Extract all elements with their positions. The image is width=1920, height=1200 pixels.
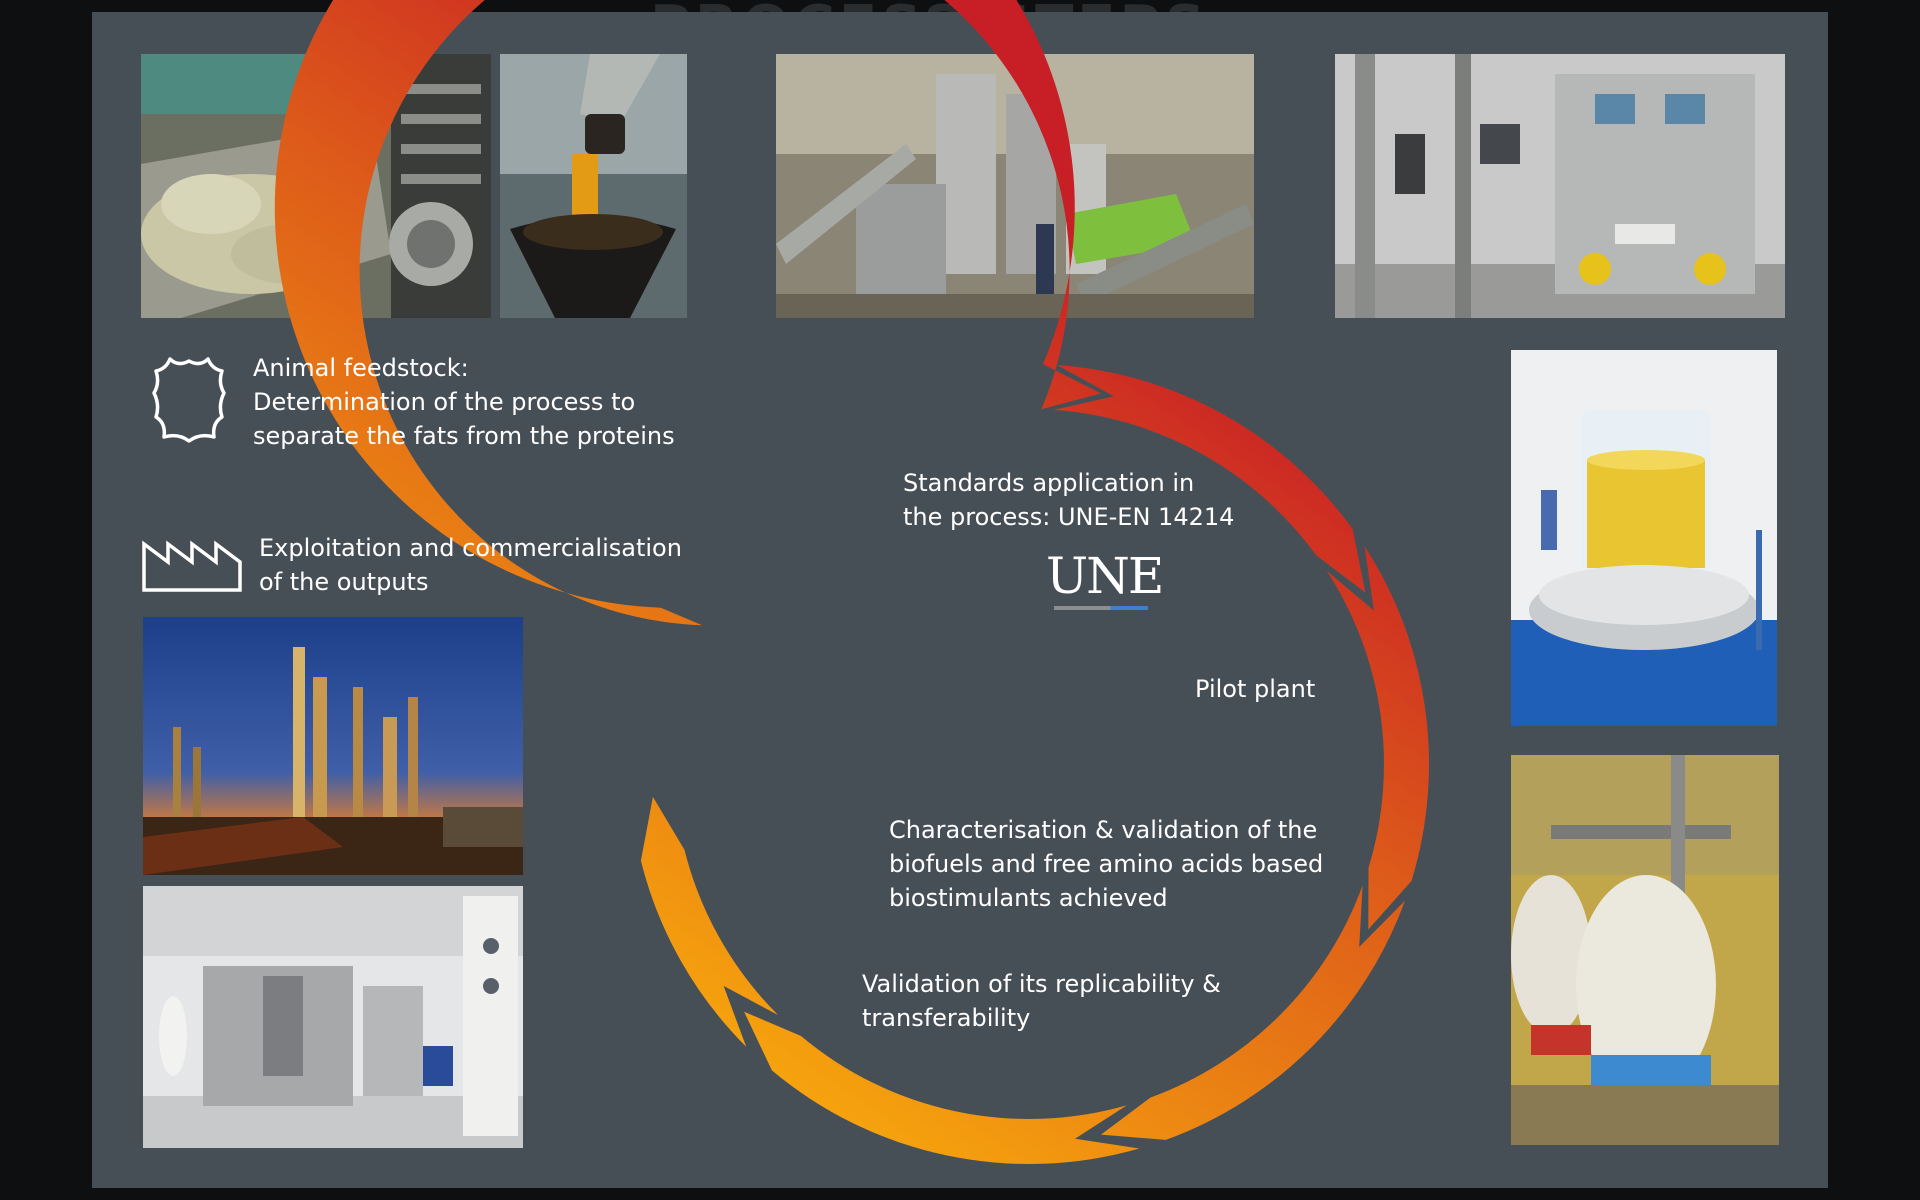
photo-laboratory-equipment: [1335, 54, 1785, 318]
feedstock-text: Animal feedstock: Determination of the p…: [253, 351, 675, 453]
characterisation-line-2: biofuels and free amino acids based: [889, 850, 1324, 878]
characterisation-line-1: Characterisation & validation of the: [889, 816, 1318, 844]
cycle-arrow-segment-6: [640, 796, 778, 1047]
standards-line-2: the process: UNE-EN 14214: [903, 503, 1235, 531]
pilot-plant-label: Pilot plant: [1195, 675, 1316, 703]
validation-line-2: transferability: [862, 1004, 1031, 1032]
photo-beaker-stirrer: [1511, 350, 1777, 726]
cycle-arrow-segment-1: [274, 0, 1101, 626]
leather-hide-icon: [148, 353, 230, 445]
characterisation-line-3: biostimulants achieved: [889, 884, 1168, 912]
standards-line-1: Standards application in: [903, 469, 1195, 497]
exploitation-line-2: of the outputs: [259, 568, 429, 596]
photo-refinery-night: [143, 617, 523, 875]
photo-pilot-lab: [143, 886, 523, 1148]
feedstock-line-1: Animal feedstock:: [253, 354, 469, 382]
photo-oil-funnel: [500, 54, 687, 318]
feedstock-line-2: Determination of the process to: [253, 388, 636, 416]
characterisation-text: Characterisation & validation of the bio…: [889, 813, 1323, 915]
cycle-arrow-segment-2: [1053, 365, 1366, 593]
pilot-plant-text: Pilot plant: [1195, 672, 1315, 706]
standards-text: Standards application in the process: UN…: [903, 466, 1234, 534]
validation-text: Validation of its replicability & transf…: [862, 967, 1221, 1035]
exploitation-line-1: Exploitation and commercialisation: [259, 534, 682, 562]
cycle-arrow-segment-4: [1101, 885, 1405, 1140]
factory-roof-icon: [140, 532, 244, 594]
photo-boiler-room: [1511, 755, 1779, 1145]
cycle-arrow-segment-5: [744, 1011, 1140, 1164]
cycle-arrow-segment-3: [1326, 546, 1429, 930]
exploitation-text: Exploitation and commercialisation of th…: [259, 531, 682, 599]
feedstock-line-3: separate the fats from the proteins: [253, 422, 675, 450]
une-logo: UNE: [1046, 550, 1164, 620]
validation-line-1: Validation of its replicability &: [862, 970, 1221, 998]
